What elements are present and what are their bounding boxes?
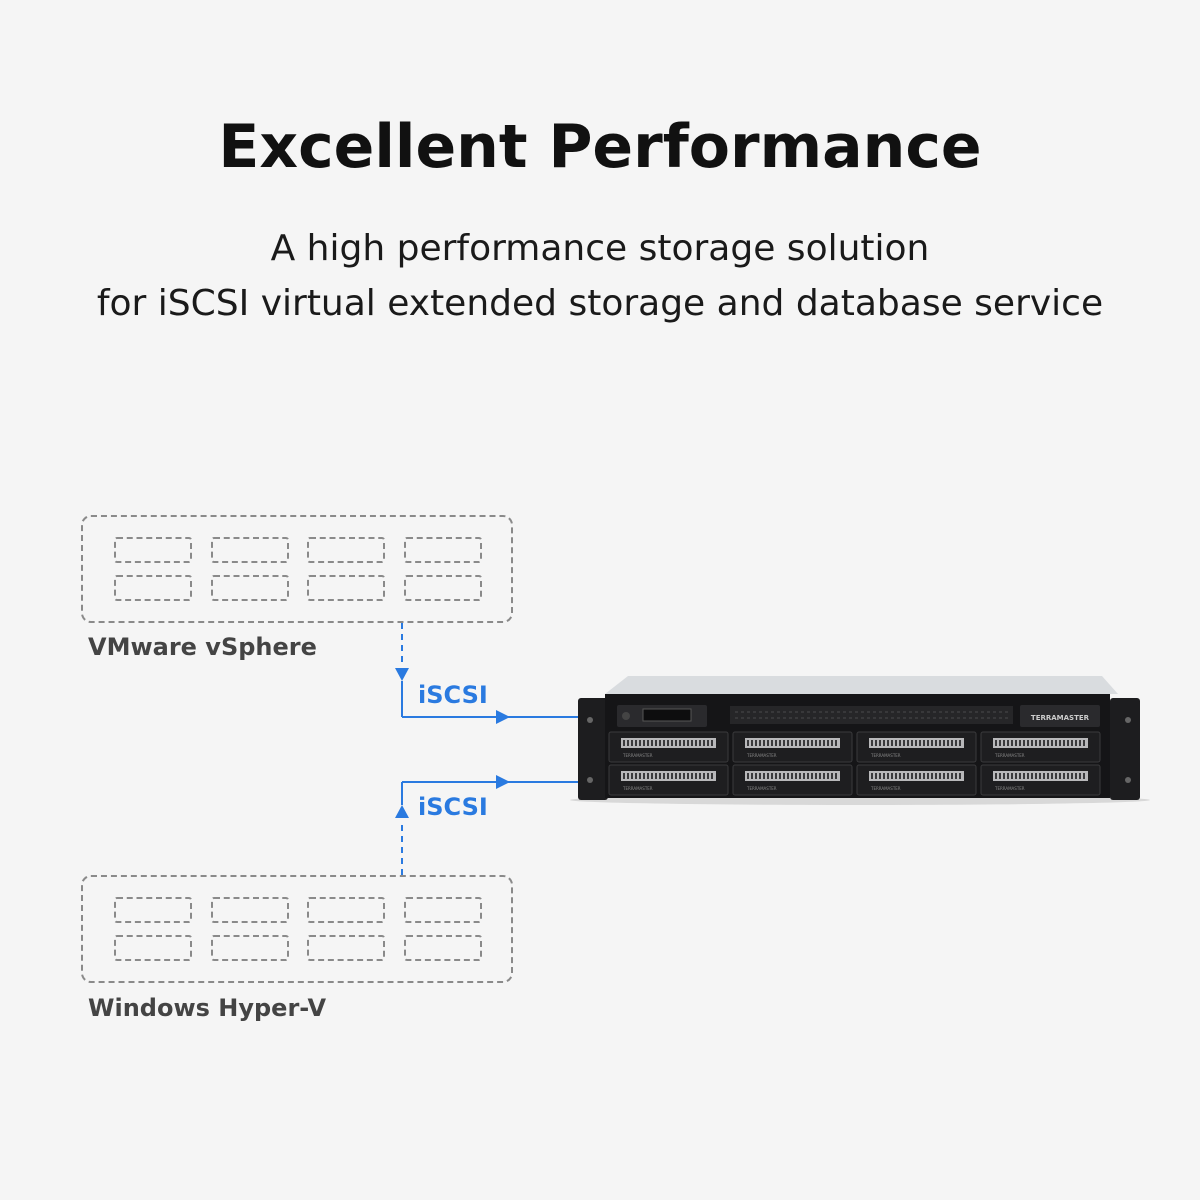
vmware-host-slot <box>211 575 289 601</box>
vmware-host-slot <box>114 537 192 563</box>
hyperv-host-slot <box>114 935 192 961</box>
drive-bay: TERRAMASTER <box>732 731 853 763</box>
hyperv-host-slot <box>307 935 385 961</box>
subtitle-line-1: A high performance storage solution <box>270 228 930 269</box>
vmware-host-slot <box>404 537 482 563</box>
drive-bay-label: TERRAMASTER <box>870 786 901 791</box>
vmware-host-box <box>81 515 513 623</box>
device-logo: TERRAMASTER <box>1031 714 1090 722</box>
drive-bay: TERRAMASTER <box>980 764 1101 796</box>
usb-port <box>642 708 692 722</box>
vmware-host-slot <box>404 575 482 601</box>
vmware-host-slot <box>114 575 192 601</box>
hyperv-right-arrow <box>496 775 510 789</box>
drive-bay: TERRAMASTER <box>732 764 853 796</box>
hyperv-host-slot <box>114 897 192 923</box>
hyperv-up-arrow <box>395 805 409 818</box>
vmware-right-arrow <box>496 710 510 724</box>
vmware-down-arrow <box>395 668 409 681</box>
subtitle-line-2: for iSCSI virtual extended storage and d… <box>96 283 1104 324</box>
hyperv-host-slot <box>404 897 482 923</box>
drive-bay-label: TERRAMASTER <box>994 753 1025 758</box>
iscsi-label-bottom: iSCSI <box>418 793 488 821</box>
drive-bay-label: TERRAMASTER <box>870 753 901 758</box>
right-rack-ear <box>1110 698 1140 800</box>
nas-top-lid <box>605 676 1118 694</box>
logo-plate <box>1020 705 1100 727</box>
drive-bay: TERRAMASTER <box>608 731 729 763</box>
left-rack-ear <box>578 698 608 800</box>
drive-bays: TERRAMASTER TERRAMASTER TERRAMASTER TERRAMA… <box>608 731 1101 796</box>
power-button-icon <box>622 712 630 720</box>
drive-bay-label: TERRAMASTER <box>746 786 777 791</box>
hyperv-host-box <box>81 875 513 983</box>
iscsi-label-top: iSCSI <box>418 681 488 709</box>
hyperv-host-slot <box>211 935 289 961</box>
drive-bay-label: TERRAMASTER <box>622 786 653 791</box>
vmware-host-slot <box>211 537 289 563</box>
drive-bay: TERRAMASTER <box>856 764 977 796</box>
hyperv-host-label: Windows Hyper-V <box>88 994 327 1022</box>
vmware-host-slot <box>307 537 385 563</box>
drive-bay-label: TERRAMASTER <box>622 753 653 758</box>
drive-bay: TERRAMASTER <box>856 731 977 763</box>
drive-bay: TERRAMASTER <box>608 764 729 796</box>
drive-bay-label: TERRAMASTER <box>746 753 777 758</box>
vent-grille <box>730 706 1013 724</box>
hyperv-host-slot <box>211 897 289 923</box>
vmware-host-label: VMware vSphere <box>88 633 317 661</box>
hyperv-host-slot <box>404 935 482 961</box>
hyperv-host-slot <box>307 897 385 923</box>
drive-bay-label: TERRAMASTER <box>994 786 1025 791</box>
drive-bay: TERRAMASTER <box>980 731 1101 763</box>
page-title: Excellent Performance <box>218 112 982 182</box>
vmware-host-slot <box>307 575 385 601</box>
